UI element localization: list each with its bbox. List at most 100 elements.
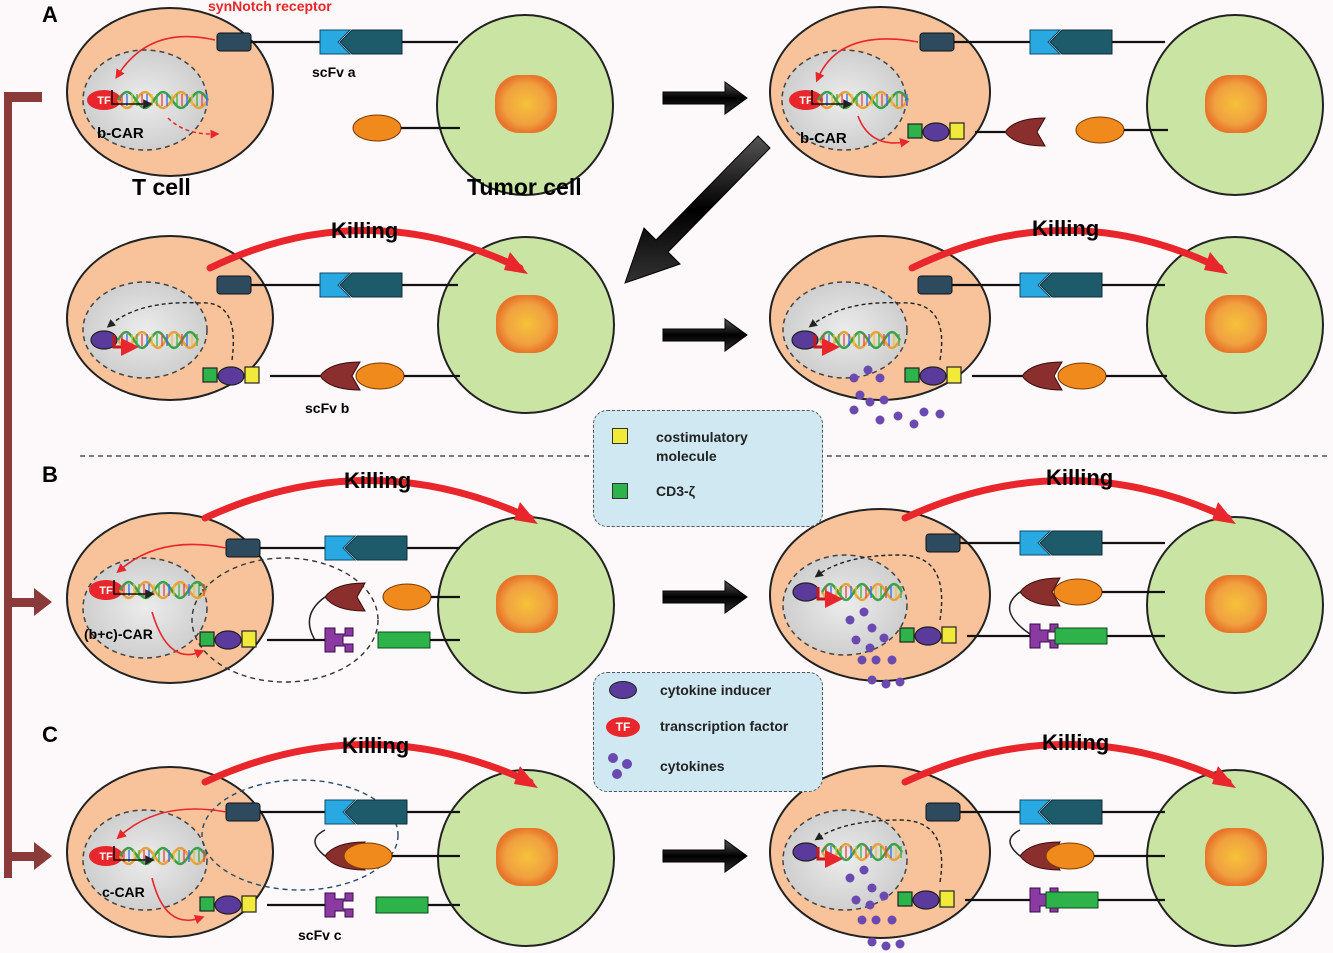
expression-arrow: [813, 335, 840, 356]
killing-arrowhead: [1204, 252, 1228, 274]
antigen-b: [352, 114, 402, 142]
scfv-c: [324, 627, 354, 653]
cytokine: [867, 883, 877, 893]
synnotch-receptor: [925, 533, 961, 553]
cd3-zeta: [199, 631, 215, 647]
scfv-c-label: scFv c: [298, 927, 342, 943]
cytokine: [859, 865, 869, 875]
cytokine: [895, 939, 905, 949]
synnotch-receptor: [225, 802, 261, 822]
cytokine: [871, 915, 881, 925]
dna-helix: [116, 90, 210, 110]
linker: [1008, 591, 1031, 635]
cytokine: [887, 915, 897, 925]
cd3-zeta-swatch: [612, 483, 628, 499]
scfv-b: [1021, 361, 1063, 391]
antigen-a: [339, 272, 403, 298]
signal-path: [815, 38, 919, 83]
signal-path: [116, 808, 227, 840]
cytokine: [879, 891, 889, 901]
tumor-nucleus: [496, 575, 558, 633]
car-and-gate-outline: [201, 779, 399, 891]
cytokine: [851, 635, 861, 645]
cytokine: [881, 679, 891, 689]
t-cell-nucleus: [782, 554, 908, 656]
cytokine: [863, 365, 873, 375]
t-cell-nucleus: [82, 557, 208, 659]
cytokine: [867, 623, 877, 633]
signal-path: [106, 301, 234, 361]
cytokine: [865, 900, 875, 910]
cd3-zeta: [897, 891, 913, 907]
dna-strand: [820, 582, 904, 602]
cytokine: [935, 409, 945, 419]
costimulatory-domain: [241, 895, 257, 913]
cytokine: [887, 655, 897, 665]
legend-costimulatory-label-2: molecule: [656, 448, 717, 464]
costimulatory-domain: [946, 366, 962, 384]
killing-label-a2: Killing: [1032, 216, 1100, 241]
antigen-a: [1049, 29, 1113, 55]
cytokine-inducer: [792, 582, 820, 602]
scfv-c: [1029, 623, 1059, 649]
legend-cytokine-inducer-label: cytokine inducer: [660, 682, 772, 698]
killing-arrow: [201, 477, 534, 522]
scfv-a: [319, 272, 352, 298]
dna-strand: [818, 330, 902, 350]
antigen-a: [344, 799, 408, 825]
panel-label-c: C: [42, 722, 58, 747]
scfv-b: [1004, 117, 1046, 147]
cytokine-dot-1: [608, 753, 618, 763]
cd3-zeta: [202, 367, 218, 383]
cytokine-inducer: [919, 366, 947, 386]
antigen-b: [1075, 116, 1125, 144]
costimulatory-domain: [241, 630, 257, 648]
killing-arrowhead: [1212, 766, 1236, 788]
cytokine: [867, 937, 877, 947]
killing-arrow: [206, 227, 524, 272]
antigen-a: [1039, 799, 1103, 825]
process-arrow: [662, 580, 748, 614]
cytokine: [919, 407, 929, 417]
promoter-arrow: [811, 90, 853, 109]
synnotch-receptor: [216, 32, 252, 52]
promoter-arrow: [111, 90, 153, 109]
c-car-label: c-CAR: [102, 884, 145, 900]
linker: [314, 829, 326, 857]
cytokine-inducer: [914, 626, 942, 646]
tumor-nucleus: [496, 828, 558, 886]
signal-path: [151, 611, 205, 659]
cd3-zeta: [899, 627, 915, 643]
cytokine-inducer-swatch: [609, 681, 637, 699]
antigen-c: [375, 896, 429, 914]
signal-path-dashed: [167, 117, 220, 139]
dna-strand: [116, 90, 210, 110]
cytokine-inducer: [922, 122, 950, 142]
killing-arrow: [201, 741, 534, 786]
scfv-a: [324, 535, 357, 561]
cytokine: [865, 643, 875, 653]
tf-label: TF: [799, 95, 813, 107]
cytokine-inducer: [214, 630, 242, 650]
cytokine: [879, 395, 889, 405]
scfv-a: [319, 29, 352, 55]
killing-arrowhead: [504, 252, 528, 274]
dna-strand: [816, 90, 910, 110]
cytokine: [879, 633, 889, 643]
legend-box-signaling: costimulatory molecule CD3-ζ: [593, 410, 823, 527]
synnotch-receptor: [919, 32, 955, 52]
tf-label: TF: [99, 585, 113, 597]
cytokine: [855, 390, 865, 400]
cytokine: [859, 607, 869, 617]
tf-label: TF: [97, 95, 111, 107]
synnotch-receptor-label: synNotch receptor: [208, 0, 332, 14]
tumor-nucleus: [1205, 295, 1267, 353]
cytokine-inducer: [912, 890, 940, 910]
cytokine: [867, 675, 877, 685]
antigen-c: [1045, 891, 1099, 909]
cytokine-dot-3: [612, 769, 622, 779]
expression-arrow: [816, 587, 843, 608]
t-cell-nucleus: [82, 281, 208, 379]
